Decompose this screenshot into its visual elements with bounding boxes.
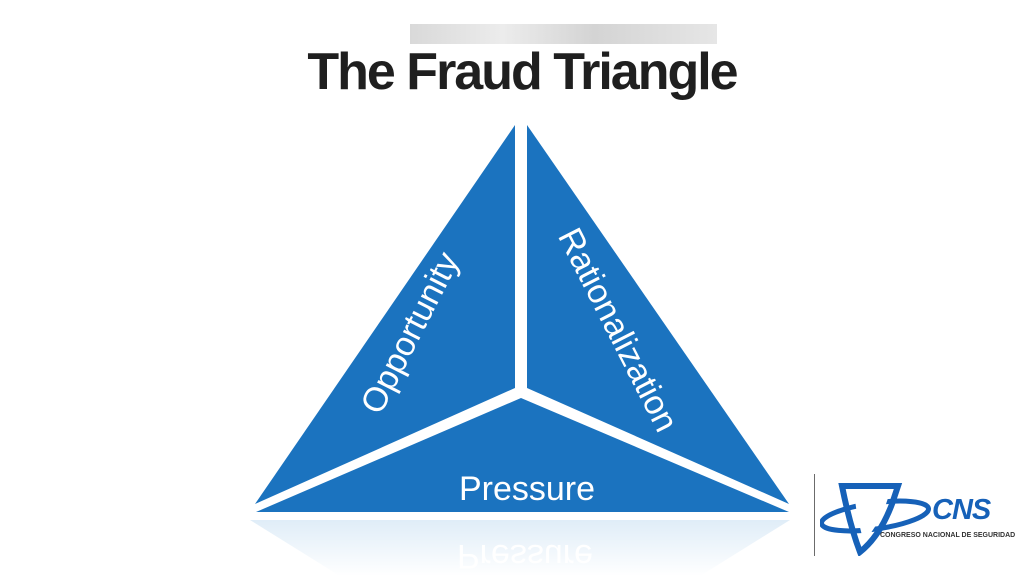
logo-name: CNS [932,494,991,526]
pressure-segment [256,398,789,512]
cns-logo-icon [820,483,932,556]
logo-subtitle: CONGRESO NACIONAL DE SEGURIDAD [880,532,1016,539]
pressure-label: Pressure [459,470,595,508]
rationalization-segment [527,125,789,504]
title-highlight-strip [410,24,717,44]
logo-divider [814,474,815,556]
opportunity-segment [255,125,515,504]
page-title: The Fraud Triangle [307,43,738,101]
triangle-reflection: Pressure [240,516,800,576]
